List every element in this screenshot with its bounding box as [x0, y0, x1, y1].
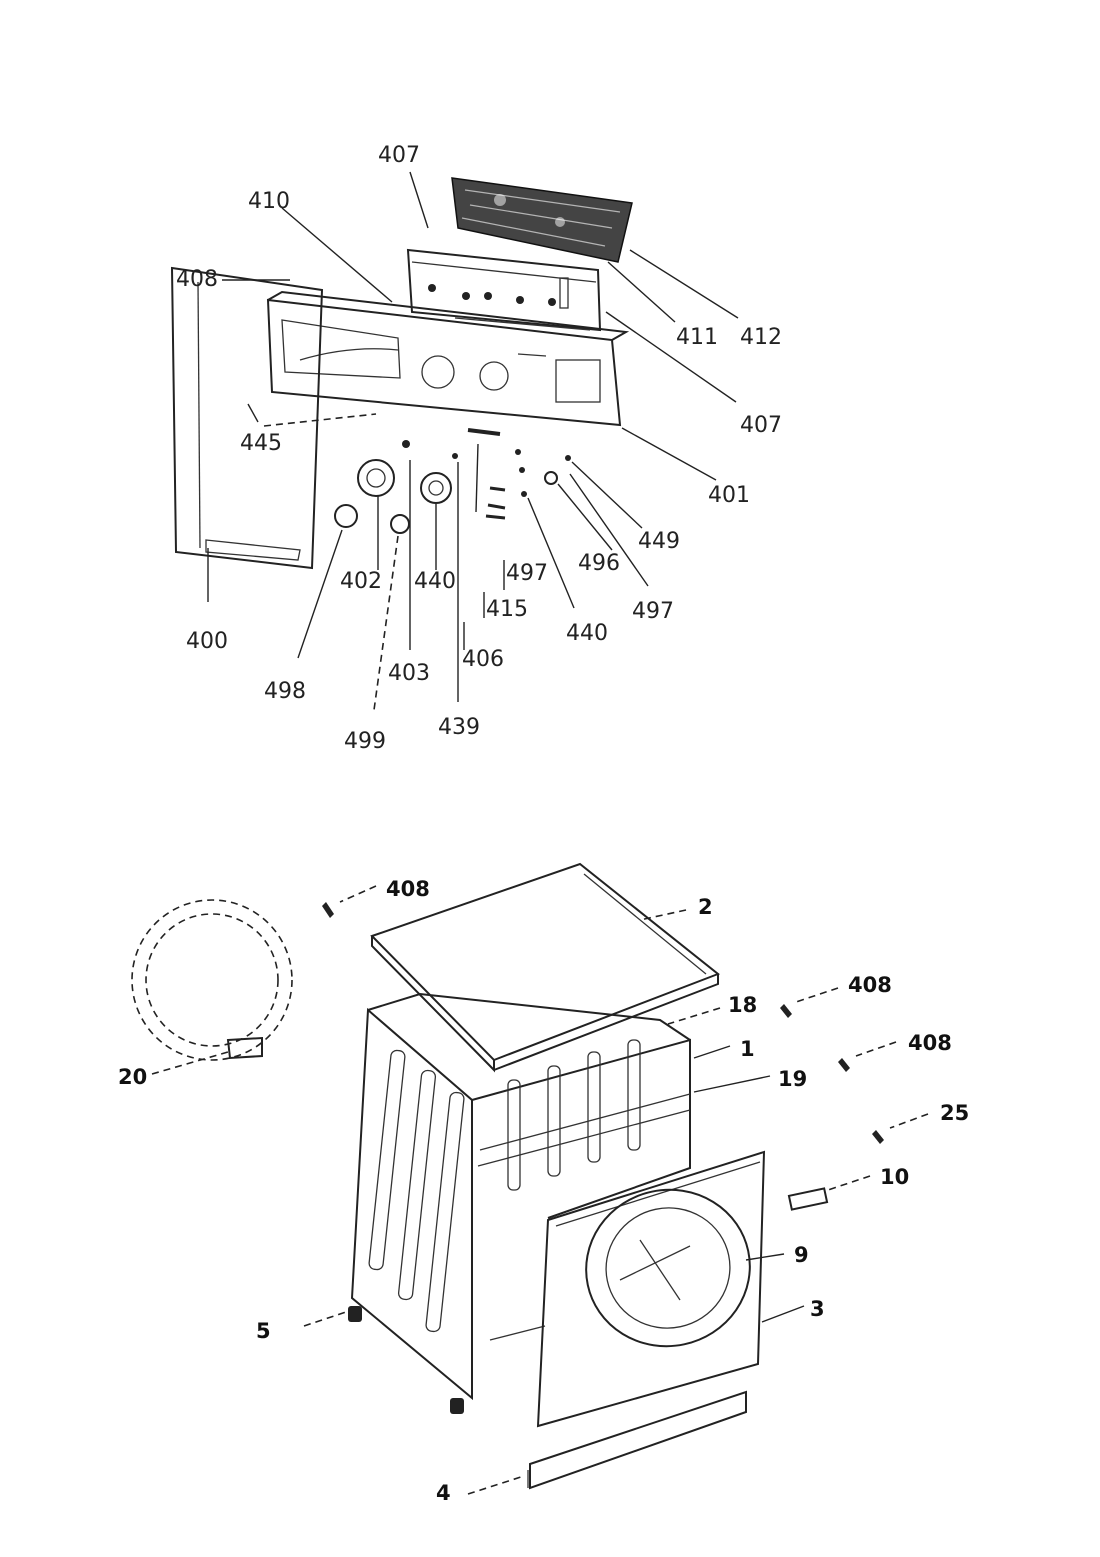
plinth-icon [527, 1390, 747, 1490]
callout-411: 411 [676, 325, 718, 350]
callout-499: 499 [344, 729, 386, 754]
callout-497-right: 497 [632, 599, 674, 624]
callout-10: 10 [880, 1165, 909, 1189]
callout-403: 403 [388, 661, 430, 686]
callout-440-right: 440 [566, 621, 608, 646]
screw-icon [402, 428, 571, 520]
callout-412: 412 [740, 325, 782, 350]
callout-401: 401 [708, 483, 750, 508]
callout-25: 25 [940, 1101, 969, 1125]
detergent-drawer-icon [170, 266, 324, 570]
callout-497-left: 497 [506, 561, 548, 586]
pcb-board-icon [451, 177, 633, 263]
callout-5: 5 [256, 1319, 271, 1343]
leader-lines-bottom [151, 885, 929, 1495]
callout-1: 1 [740, 1037, 755, 1061]
callout-407-top: 407 [378, 143, 420, 168]
top-lid-icon [370, 862, 720, 1073]
front-fascia-icon [266, 290, 630, 427]
callout-408-bottom-mid: 408 [848, 973, 892, 997]
callout-408-bottom-right: 408 [908, 1031, 952, 1055]
front-panel-icon [536, 1150, 766, 1428]
callout-402: 402 [340, 569, 382, 594]
callout-498: 498 [264, 679, 306, 704]
callout-440-left: 440 [414, 569, 456, 594]
foot-icon [348, 1306, 464, 1414]
leader-lines-top [207, 171, 739, 711]
cabinet-assembly: 408 2 408 18 1 408 19 25 10 9 3 5 20 4 [118, 862, 969, 1505]
control-panel-frame-icon [406, 248, 602, 332]
door-gasket-icon [131, 899, 293, 1061]
knob-icon [334, 459, 558, 534]
callout-3: 3 [810, 1297, 825, 1321]
callout-445: 445 [240, 431, 282, 456]
callout-449: 449 [638, 529, 680, 554]
callout-19: 19 [778, 1067, 807, 1091]
callout-496: 496 [578, 551, 620, 576]
callout-400: 400 [186, 629, 228, 654]
callout-408-bottom-left: 408 [386, 877, 430, 901]
control-panel-assembly: 407 410 408 411 412 407 445 401 449 496 … [170, 143, 782, 754]
callout-20: 20 [118, 1065, 147, 1089]
callout-2: 2 [698, 895, 713, 919]
callout-439: 439 [438, 715, 480, 740]
callout-408-top: 408 [176, 267, 218, 292]
callout-407-right: 407 [740, 413, 782, 438]
callout-410: 410 [248, 189, 290, 214]
callout-406: 406 [462, 647, 504, 672]
callout-18: 18 [728, 993, 757, 1017]
cabinet-icon [350, 992, 691, 1401]
screw-icon [322, 902, 884, 1211]
callout-415: 415 [486, 597, 528, 622]
callout-9: 9 [794, 1243, 809, 1267]
callout-4: 4 [436, 1481, 451, 1505]
